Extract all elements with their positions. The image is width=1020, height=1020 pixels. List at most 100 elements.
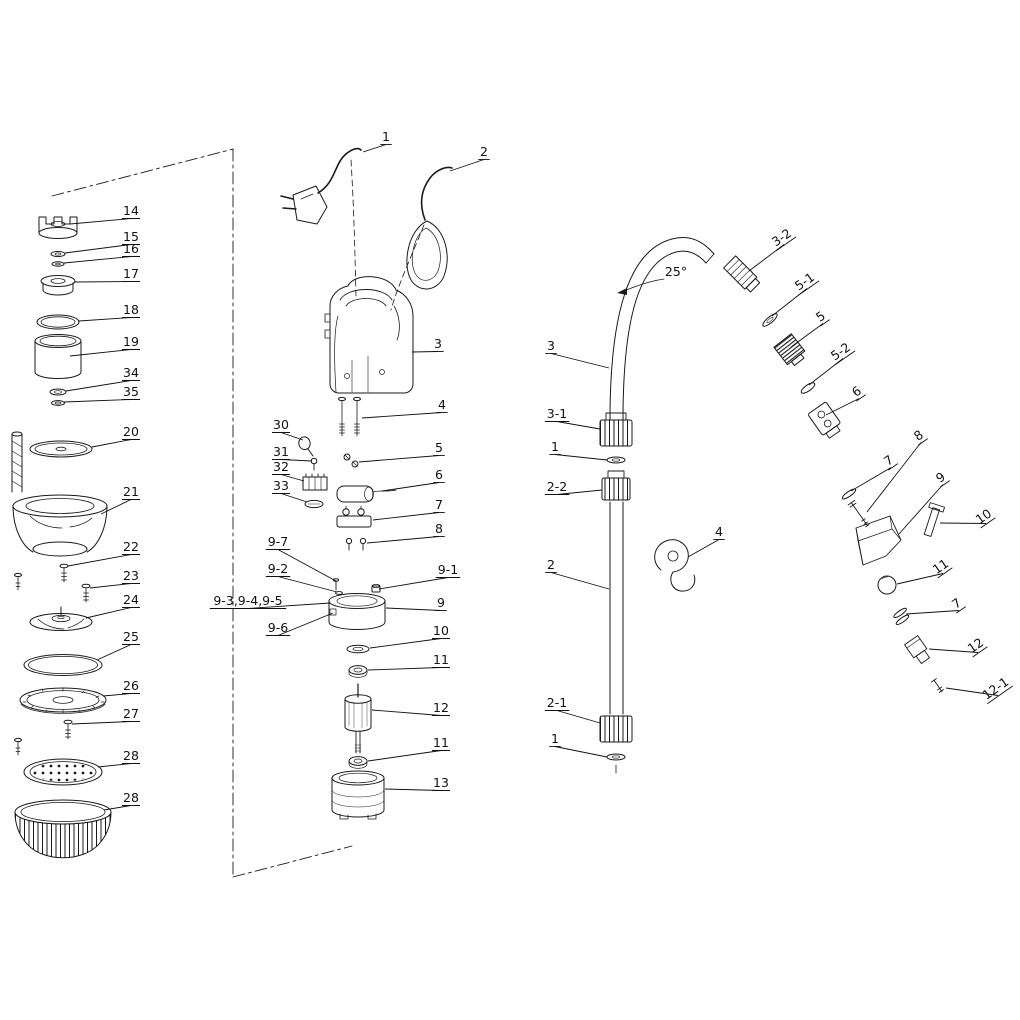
part-number-text: 9-2 — [268, 561, 288, 576]
part-6-adapter-fitting — [808, 401, 841, 439]
part-number-text: 30 — [273, 417, 289, 432]
part-3-pump-casing — [324, 276, 414, 394]
part-number-text: 9-3,9-4,9-5 — [213, 593, 282, 608]
section-boundary-line — [51, 148, 353, 878]
part-number-text: 25° — [665, 264, 687, 279]
part-label: 5-1 — [771, 269, 820, 317]
part-label: 25 — [96, 629, 140, 661]
part-number-text: 15 — [123, 229, 139, 244]
part-label: 14 — [69, 203, 140, 225]
part-number-text: 33 — [273, 478, 289, 493]
part-label: 9 — [898, 469, 950, 535]
part-label: 7 — [850, 452, 898, 492]
part-number-text: 12 — [965, 635, 987, 656]
part-label: 3 — [411, 336, 444, 353]
left-assembly — [11, 216, 112, 859]
part-number-text: 22 — [123, 539, 139, 554]
part-label: 27 — [71, 706, 140, 725]
part-9-seal-housing — [328, 593, 386, 630]
part-number-text: 9 — [437, 595, 445, 610]
part-label: 12 — [371, 700, 450, 716]
part-2-riser-pipe — [609, 501, 624, 715]
part-1-washer-lower — [606, 753, 626, 774]
part-label: 23 — [89, 568, 140, 589]
part-label: 26 — [102, 678, 140, 697]
part-label: 11 — [367, 735, 450, 762]
part-35-washer — [51, 400, 65, 406]
part-label: 8 — [866, 427, 928, 513]
part-label: 25° — [665, 264, 687, 279]
part-5-screws — [343, 453, 359, 468]
part-32-terminal-block — [302, 473, 328, 491]
part-12-rotor-shaft — [344, 683, 372, 754]
part-label: 6 — [381, 467, 445, 492]
part-label: 9-3,9-4,9-5 — [209, 593, 331, 609]
part-number-text: 2 — [547, 557, 555, 572]
part-labels-layer: 1415161718193435202122232425262728281234… — [63, 129, 1013, 811]
part-7-washer-upper — [841, 488, 857, 500]
part-4-hose-clip — [654, 539, 696, 592]
part-28-strainer-base — [14, 799, 112, 859]
part-label: 4 — [361, 397, 448, 419]
part-label: 1 — [549, 439, 608, 461]
part-label: 8 — [366, 521, 445, 544]
part-label: 33 — [272, 478, 308, 503]
part-number-text: 4 — [715, 524, 723, 539]
small-screw-left-upper — [14, 572, 22, 591]
part-label: 31 — [272, 444, 313, 462]
part-number-text: 28 — [123, 748, 139, 763]
part-12-1-screw — [931, 678, 944, 693]
part-9-1-plug — [371, 584, 381, 593]
part-label: 19 — [69, 334, 140, 357]
part-number-text: 1 — [551, 731, 559, 746]
part-number-text: 16 — [123, 241, 139, 256]
part-number-text: 31 — [273, 444, 289, 459]
part-31-screw — [310, 457, 318, 471]
part-33-gasket — [304, 499, 324, 509]
part-label: 3 — [545, 338, 610, 369]
part-number-text: 5-2 — [828, 339, 853, 363]
part-number-text: 35 — [123, 384, 139, 399]
part-label: 9 — [385, 595, 447, 611]
part-number-text: 34 — [123, 365, 139, 380]
part-number-text: 3 — [434, 336, 442, 351]
part-11-ball — [877, 575, 897, 595]
part-number-text: 11 — [433, 735, 449, 750]
part-10-washer — [346, 644, 370, 654]
part-label: 16 — [63, 241, 140, 264]
part-30-wire-clip — [298, 436, 314, 457]
part-26-diffuser-plate — [19, 687, 107, 714]
part-number-text: 11 — [930, 556, 952, 577]
part-label: 18 — [78, 302, 140, 322]
part-13-stator-housing — [331, 770, 385, 820]
part-number-text: 28 — [123, 790, 139, 805]
part-number-text: 2-2 — [547, 479, 567, 494]
part-20-seal-plate — [29, 440, 93, 458]
part-number-text: 11 — [433, 652, 449, 667]
part-number-text: 23 — [123, 568, 139, 583]
part-9-2-washer — [335, 591, 343, 595]
part-number-text: 24 — [123, 592, 139, 607]
part-label: 32 — [272, 459, 305, 482]
small-screw-left-lower — [14, 737, 22, 756]
part-7-terminal-base — [336, 505, 372, 528]
part-label: 15 — [64, 229, 140, 254]
part-14-top-cap — [38, 216, 78, 239]
part-label: 13 — [384, 775, 450, 791]
part-number-text: 10 — [973, 506, 995, 527]
part-2-2-pipe-coupler-top — [601, 470, 631, 501]
part-number-text: 14 — [123, 203, 139, 218]
part-4-bolts — [338, 396, 361, 437]
part-label: 28 — [103, 790, 140, 811]
part-number-text: 10 — [433, 623, 449, 638]
part-8-long-screw — [847, 499, 870, 528]
part-number-text: 25 — [123, 629, 139, 644]
part-number-text: 5-1 — [792, 269, 817, 293]
part-label: 7 — [372, 497, 445, 521]
part-number-text: 9-7 — [268, 534, 288, 549]
part-number-text: 17 — [123, 266, 139, 281]
part-label: 2-1 — [544, 695, 601, 724]
part-11-bearing-lower — [348, 756, 368, 769]
part-label: 7 — [905, 595, 966, 615]
